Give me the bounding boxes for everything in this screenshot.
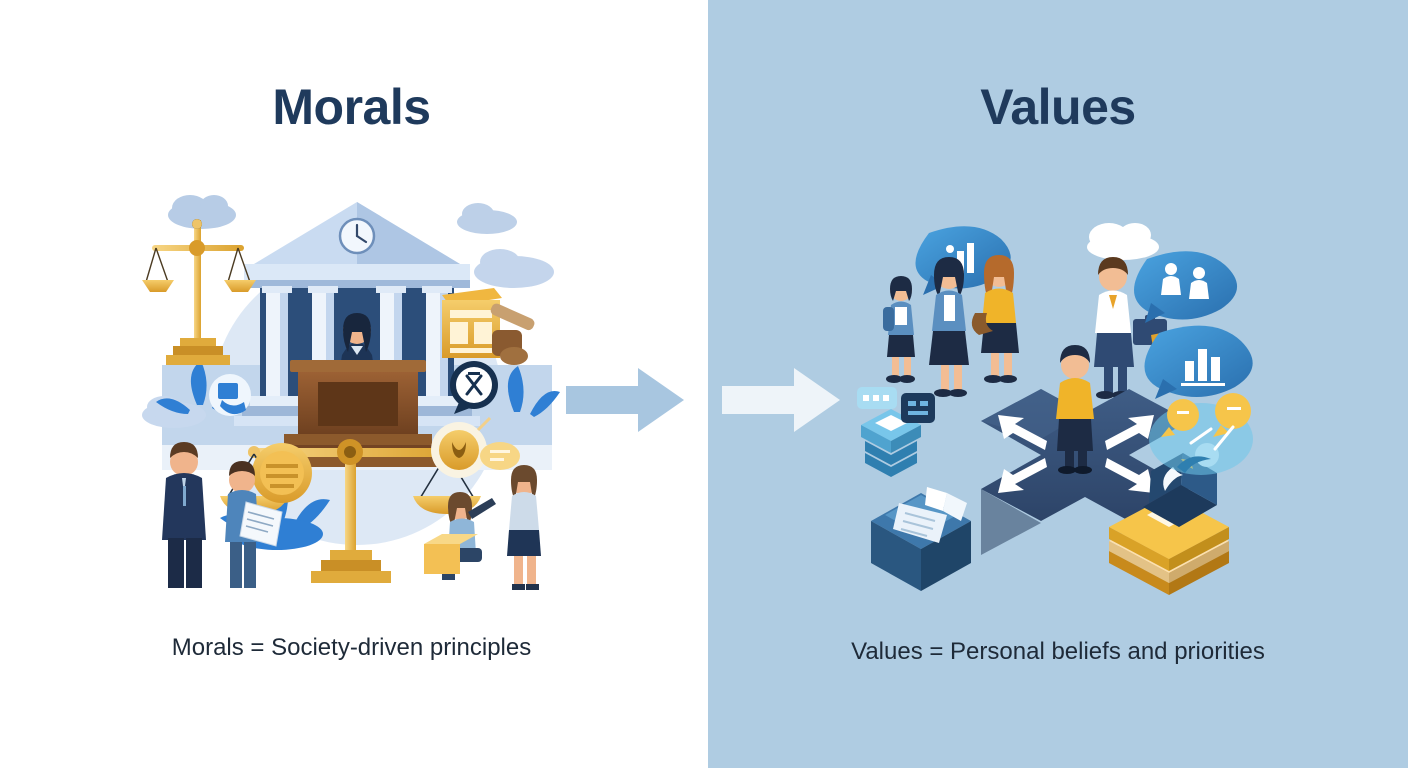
cloud-icon <box>167 195 236 229</box>
gavel-icon <box>490 303 534 365</box>
book-stack-laptop-icon <box>1109 453 1229 595</box>
scales-of-justice-upper <box>141 219 256 365</box>
speech-bubble-people-icon <box>1134 251 1238 323</box>
page-title-values: Values <box>980 79 1136 135</box>
person-figure-standing <box>506 465 541 590</box>
document-box-icon <box>871 487 971 591</box>
person-figure-woman-yellow <box>971 255 1019 383</box>
speech-bubble-bars-icon <box>1144 325 1253 399</box>
transition-arrow-right <box>722 360 842 440</box>
panel-divider <box>703 0 708 768</box>
page-title-morals: Morals <box>272 79 431 135</box>
person-figure-seated <box>423 492 496 580</box>
transition-arrow-left <box>566 360 686 440</box>
caption-values: Values = Personal beliefs and priorities <box>851 638 1265 665</box>
person-figure-suit <box>161 442 206 588</box>
person-figure-student <box>883 276 915 383</box>
plant-icon <box>507 366 560 417</box>
data-tile-icons <box>857 387 935 477</box>
illustration-values <box>851 215 1271 600</box>
person-figure-woman-blue <box>929 257 969 397</box>
law-book-icon <box>441 288 502 358</box>
panel-values: Values <box>708 0 1408 768</box>
caption-morals: Morals = Society-driven principles <box>171 634 532 661</box>
balance-bubble-icon <box>449 361 498 414</box>
people-group <box>883 255 1019 397</box>
idea-bubbles-icon <box>1149 393 1253 475</box>
direction-arrows <box>998 415 1154 493</box>
medal-icon <box>430 416 520 478</box>
cloud-icon <box>473 249 554 288</box>
person-figure-document <box>224 461 283 588</box>
cloud-icon <box>1087 223 1159 260</box>
person-at-center <box>1056 345 1094 474</box>
seal-icon <box>251 443 312 503</box>
illustration-morals <box>141 190 562 590</box>
panel-morals: Morals <box>0 0 703 768</box>
cloud-icon <box>456 203 517 234</box>
document-badge-icon <box>208 374 251 416</box>
